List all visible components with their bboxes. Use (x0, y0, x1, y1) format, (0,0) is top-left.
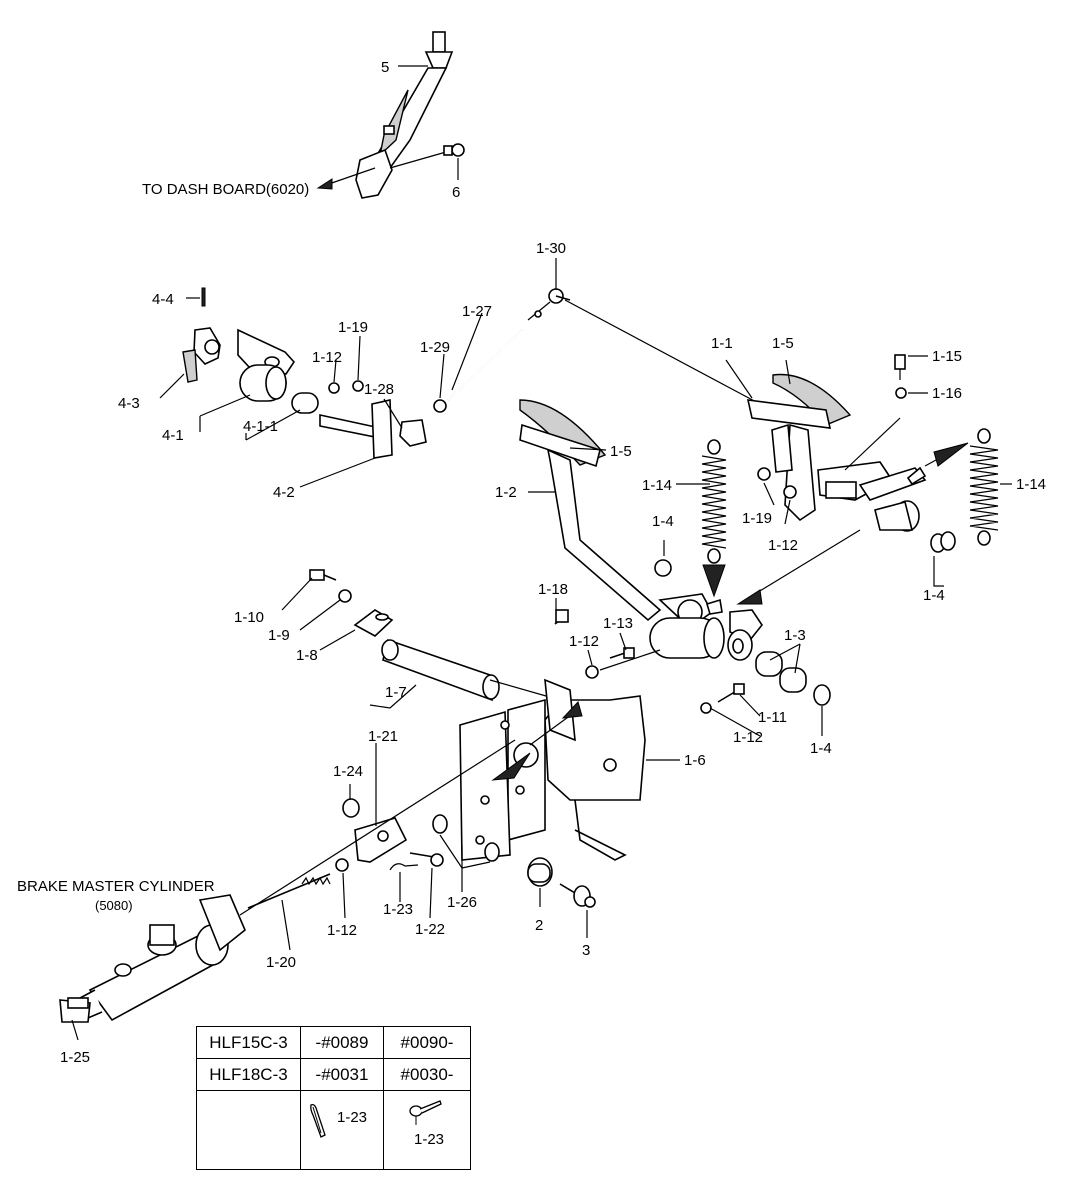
callout: 1-19 (338, 319, 368, 336)
pivot-hub (727, 609, 831, 706)
rod-1-27 (447, 329, 523, 401)
callout: 1-4 (923, 587, 945, 604)
callout: 1-12 (327, 922, 357, 939)
serial-variant-table: HLF15C-3 -#0089 #0090- HLF18C-3 -#0031 #… (196, 1026, 471, 1170)
callout: 1-18 (538, 581, 568, 598)
callout: 1-3 (784, 627, 806, 644)
callout: 1-14 (642, 477, 672, 494)
callout: 1-26 (447, 894, 477, 911)
callout: 1-2 (495, 484, 517, 501)
callout: 1-12 (733, 729, 763, 746)
callout: 1-16 (932, 385, 962, 402)
old-cotter-pin-cell: 1-23 (300, 1090, 384, 1170)
callout: 1-19 (742, 510, 772, 527)
callout: 1-30 (536, 240, 566, 257)
callout: 1-5 (610, 443, 632, 460)
callout: 1-4 (810, 740, 832, 757)
rod-end-1-30 (527, 288, 571, 321)
callout: 1-20 (266, 954, 296, 971)
serial-up-to-cell: -#0031 (300, 1058, 384, 1091)
callout: 1-24 (333, 763, 363, 780)
callout: 6 (452, 184, 460, 201)
cotter-pin-icon (310, 1103, 326, 1138)
callout: 1-12 (569, 633, 599, 650)
callout: 1-15 (932, 348, 962, 365)
callout: 4-1 (162, 427, 184, 444)
callout-labels: 5 6 1-30 4-4 1-27 1-19 1-12 1-29 1-28 4-… (60, 59, 1046, 1066)
dash-board-reference: TO DASH BOARD(6020) (142, 181, 309, 198)
serial-up-to-cell: -#0089 (300, 1026, 384, 1059)
link-line (564, 299, 761, 405)
model-cell: HLF18C-3 (196, 1058, 301, 1091)
callout: 4-2 (273, 484, 295, 501)
callout: 1-4 (652, 513, 674, 530)
callout: 1-22 (415, 921, 445, 938)
cotter-pin-label: 1-23 (337, 1109, 368, 1126)
table-row: HLF18C-3 -#0031 #0030- (196, 1058, 471, 1091)
brake-pedal-upper (746, 354, 927, 532)
callout: 1-28 (364, 381, 394, 398)
brake-master-cylinder (59, 894, 246, 1023)
callout: 1-10 (234, 609, 264, 626)
spring-1-14-right (969, 428, 999, 546)
bolt-3 (559, 883, 596, 908)
brake-master-cylinder-code: (5080) (95, 898, 133, 913)
mounting-bracket-1-6 (459, 678, 646, 861)
callout: 1-23 (383, 901, 413, 918)
callout: 4-3 (118, 395, 140, 412)
brake-master-cylinder-label: BRAKE MASTER CYLINDER (17, 878, 215, 895)
new-cotter-pin-cell: 1-23 (383, 1090, 471, 1170)
spring-1-14-left (701, 439, 727, 564)
empty-cell (196, 1090, 301, 1170)
table-row: HLF15C-3 -#0089 #0090- (196, 1026, 471, 1059)
callout: 5 (381, 59, 389, 76)
leader-lines (71, 65, 1012, 1041)
callout: 4-1-1 (243, 418, 278, 435)
callout: 1-27 (462, 303, 492, 320)
callout: 1-12 (768, 537, 798, 554)
model-cell: HLF15C-3 (196, 1026, 301, 1059)
cotter-pin-label: 1-23 (414, 1131, 445, 1148)
callout: 1-21 (368, 728, 398, 745)
arrow-head-icon (933, 442, 969, 467)
serial-from-cell: #0030- (383, 1058, 471, 1091)
callout: 1-12 (312, 349, 342, 366)
callout: 1-29 (420, 339, 450, 356)
callout: 1-11 (758, 709, 787, 726)
dash-board-leader (325, 167, 376, 186)
pedal-arm-1-2 (519, 399, 725, 659)
callout: 1-6 (684, 752, 706, 769)
arrow-head-icon (702, 564, 726, 598)
callout: 3 (582, 942, 590, 959)
clevis-1-21 (354, 817, 444, 871)
shaft-1-7 (381, 638, 561, 702)
cotter-pin-icon (409, 1100, 442, 1125)
callout: 1-9 (268, 627, 290, 644)
callout: 1-7 (385, 684, 407, 701)
linkage-bracket-group (182, 287, 447, 459)
arrow-head-icon (491, 752, 531, 781)
callout: 1-25 (60, 1049, 90, 1066)
callout: 1-8 (296, 647, 318, 664)
arrow-head-icon (316, 178, 333, 190)
callout: 1-14 (1016, 476, 1046, 493)
callout: 1-5 (772, 335, 794, 352)
callout: 2 (535, 917, 543, 934)
table-row: 1-23 1-23 (196, 1090, 471, 1170)
serial-from-cell: #0090- (383, 1026, 471, 1059)
push-rod-1-20 (247, 858, 349, 909)
parking-brake-lever (355, 31, 454, 199)
bolt-6 (389, 143, 465, 169)
callout: 1-13 (603, 615, 633, 632)
bushing-2 (527, 857, 553, 887)
callout: 1-1 (711, 335, 733, 352)
callout: 4-4 (152, 291, 174, 308)
